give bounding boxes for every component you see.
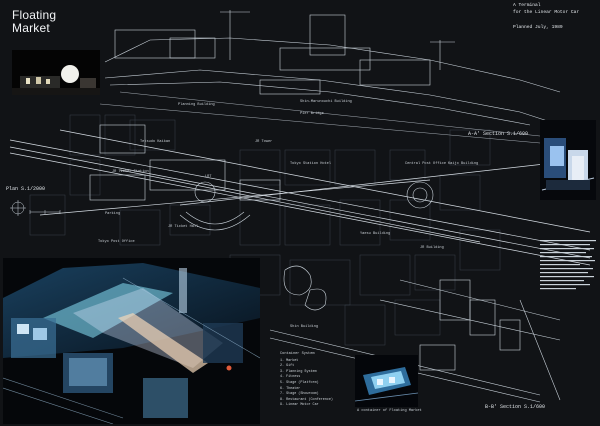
header-line-2: for the Linear Motor Car	[513, 9, 580, 15]
label-jr-building: JR Building	[420, 246, 444, 250]
label-yaesu: Yaesu Building	[360, 232, 391, 236]
header-line-1: A Terminal	[513, 3, 541, 8]
legend-item: 1. Market	[280, 358, 299, 363]
section-aa-drawing	[99, 10, 561, 144]
model-photo-main-image	[3, 258, 260, 424]
label-shin-marunouchi: Shin-Marunouchi Building	[300, 100, 352, 104]
legend-item: 3. Planning System	[280, 369, 317, 374]
label-lrt: LRT	[205, 175, 212, 179]
section-bb-drawing	[269, 265, 561, 403]
model-photo-night	[12, 50, 100, 95]
label-tokyo-station-hotel: Tokyo Station Hotel	[290, 162, 331, 166]
project-header: A Terminal for the Linear Motor Car Plan…	[513, 3, 597, 32]
legend-item: 7. Stage (Showroom)	[280, 392, 319, 397]
label-planning-building: Planning Building	[178, 103, 215, 107]
legend-item: 5. Stage (Platform)	[280, 380, 319, 385]
label-central-post: Central Post Office	[405, 162, 446, 166]
title-line-2: Market	[12, 21, 50, 35]
label-tetsudo-kaikan: Tetsudo Kaikan	[140, 140, 171, 144]
notes-block	[540, 240, 596, 298]
label-head-office: Tokyo Post Office	[98, 240, 135, 244]
model-photo-night-image	[12, 50, 100, 95]
container-caption: A container of Floating Market	[357, 409, 422, 413]
north-arrow	[10, 200, 26, 216]
label-shin-building: Shin Building	[290, 325, 319, 329]
label-pier-bridge: Pier Bridge	[300, 112, 324, 116]
container-photo	[355, 355, 418, 407]
legend-item: 2. Gift	[280, 364, 295, 369]
label-kaijo-building: Kaijo Building	[448, 162, 479, 166]
legend-item: 4. Fitness	[280, 375, 301, 380]
label-parking: Parking	[105, 212, 121, 216]
label-jr-tower: JR Tower	[255, 140, 273, 144]
label-section-bb: B-B' Section S.1/600	[485, 404, 546, 410]
model-photo-main	[3, 258, 260, 424]
container-photo-image	[355, 355, 418, 407]
legend-item: 9. Linear Motor Car	[280, 403, 319, 408]
model-photo-right-image	[540, 120, 596, 200]
scale-bar	[29, 210, 61, 214]
legend-heading: Container System	[280, 352, 315, 356]
poster-title: Floating Market	[12, 9, 56, 35]
station-plan	[89, 124, 434, 231]
container-legend: Container System 1. Market 2. Gift 3. Pl…	[280, 352, 350, 409]
planned-date: Planned July, 1989	[513, 25, 563, 30]
label-section-aa: A-A' Section S.1/600	[468, 131, 529, 137]
legend-item: 6. Theater	[280, 386, 301, 391]
notes-texture	[540, 240, 596, 290]
label-jr-ticket: JR Ticket Station	[112, 170, 149, 174]
label-plan: Plan S.1/2000	[6, 186, 46, 192]
label-jr-ticket-hall: JR Ticket Hall	[168, 225, 199, 229]
title-line-1: Floating	[12, 8, 57, 22]
legend-item: 8. Restaurant (Conference)	[280, 397, 333, 402]
model-photo-right	[540, 120, 596, 200]
rail-tracks	[9, 129, 591, 266]
